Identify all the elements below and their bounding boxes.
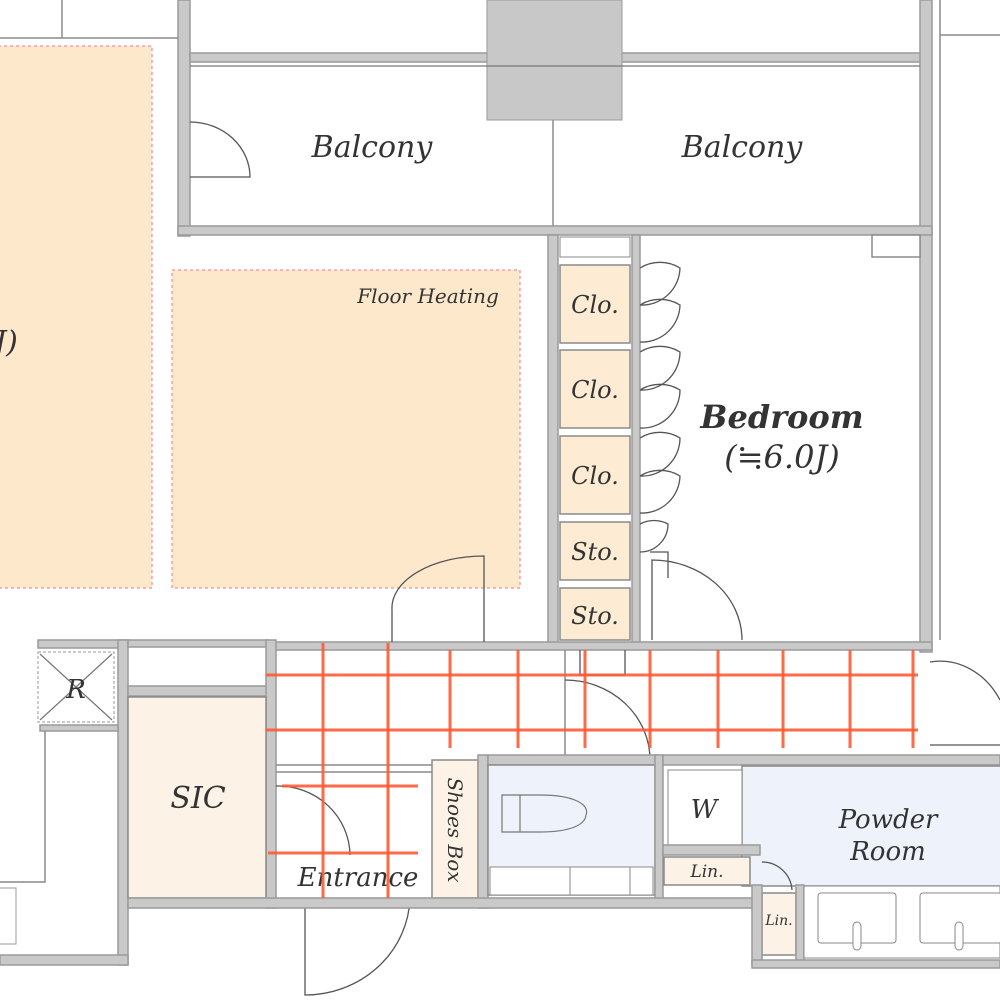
wall — [751, 884, 763, 966]
powder-room-label: Room — [849, 837, 926, 867]
left-room-label: J) — [0, 325, 18, 360]
shoes-box-label: Shoes Box — [443, 777, 467, 882]
wall — [487, 754, 659, 766]
appliance — [0, 887, 17, 945]
wall — [37, 639, 129, 649]
closet-2 — [559, 349, 631, 429]
floor-heating-zone — [171, 269, 521, 589]
linen-label: Lin. — [689, 862, 723, 882]
wall — [477, 754, 489, 909]
floor-heating-grid — [266, 643, 918, 898]
bedroom-label: Bedroom — [699, 398, 863, 436]
linen-door-swing — [761, 861, 793, 891]
linen-closet-2 — [761, 892, 797, 956]
wall — [0, 954, 129, 966]
bathroom-door-swing — [564, 679, 651, 761]
powder-room — [741, 765, 1000, 887]
wall — [177, 0, 191, 237]
balcony-left-label: Balcony — [311, 130, 434, 165]
counter-outline — [0, 731, 46, 883]
storage-label: Sto. — [571, 538, 619, 566]
storage-2 — [559, 587, 631, 641]
wall — [662, 844, 761, 856]
left-room-floor-heating — [0, 45, 153, 589]
balcony-right-label: Balcony — [681, 130, 804, 165]
wall — [795, 884, 805, 966]
storage-1 — [559, 521, 631, 581]
storage-label: Sto. — [571, 602, 619, 630]
closet-label: Clo. — [571, 291, 619, 319]
shoe-in-closet — [127, 696, 267, 899]
washer-label: W — [691, 795, 720, 825]
structural-column — [486, 0, 623, 121]
shelf — [559, 236, 631, 258]
sic-door-swing — [275, 785, 351, 856]
closet-label: Clo. — [571, 376, 619, 404]
wall — [127, 639, 269, 648]
hall-cabinet — [579, 650, 626, 676]
wall — [662, 754, 1000, 766]
side-door-swing — [929, 660, 1000, 746]
wall — [39, 724, 119, 732]
linen-closet-1 — [663, 856, 751, 886]
closet-label: Clo. — [571, 462, 619, 490]
wall — [919, 0, 933, 653]
wall — [117, 639, 129, 966]
sic-label: SIC — [170, 781, 225, 816]
floor-heating-label: Floor Heating — [356, 284, 499, 308]
wall — [177, 225, 933, 236]
wall — [267, 641, 933, 651]
living-door-swing — [391, 555, 485, 642]
wall — [547, 234, 559, 646]
washer-space — [667, 769, 743, 846]
powder-room-label: Powder — [838, 805, 939, 835]
refrigerator-cross — [39, 653, 113, 721]
closet-door-swings — [639, 261, 743, 641]
closet-3 — [559, 435, 631, 515]
wall — [127, 897, 761, 909]
balcony-door-swing — [189, 121, 251, 178]
entrance-label: Entrance — [297, 863, 419, 893]
closet-1 — [559, 264, 631, 344]
front-door-swing — [304, 897, 411, 996]
linen-label: Lin. — [764, 913, 792, 929]
wall — [265, 639, 277, 909]
wall — [654, 754, 664, 901]
paper-holder — [569, 866, 631, 896]
wall — [751, 959, 1000, 969]
wall — [631, 234, 641, 646]
bedroom-size: (≒6.0J) — [724, 438, 840, 476]
wall — [127, 685, 269, 697]
toilet-icon — [501, 794, 588, 833]
faucet-icon — [852, 921, 862, 951]
bedroom-niche — [871, 234, 921, 258]
faucet-icon — [954, 921, 964, 951]
refrigerator-label: R — [65, 675, 86, 705]
